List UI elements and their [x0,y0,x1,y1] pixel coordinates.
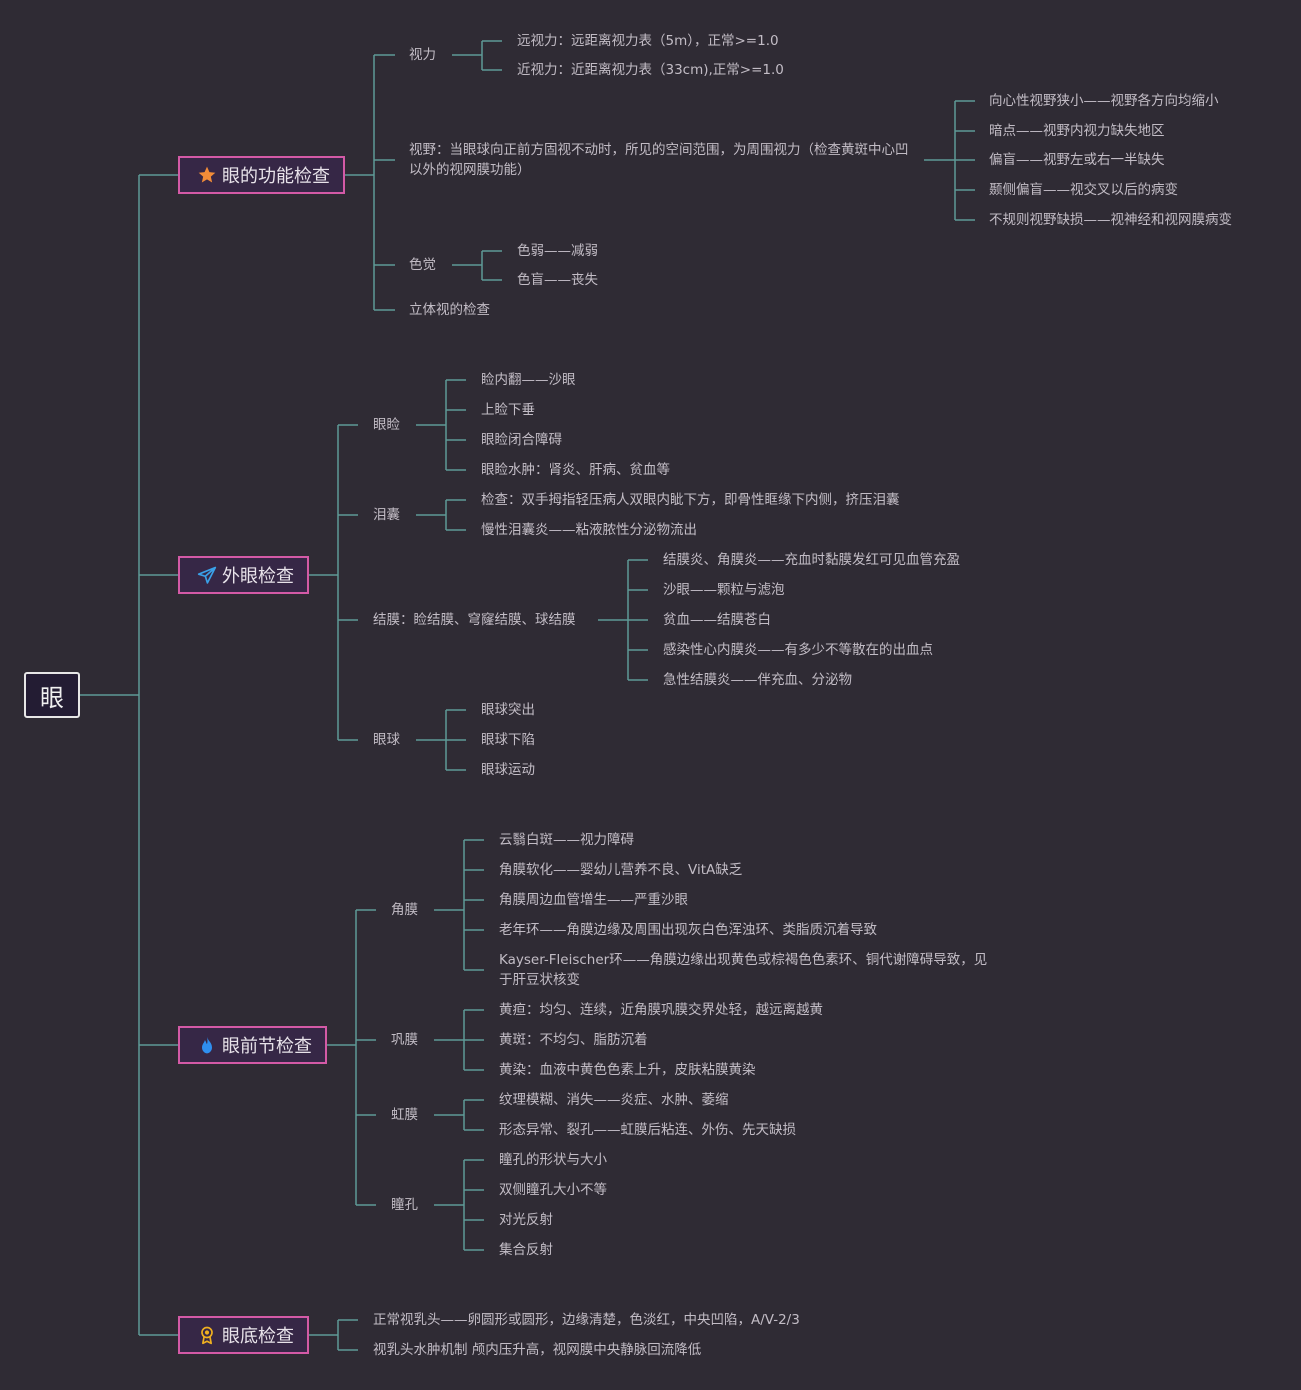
branch-function-check[interactable]: 眼的功能检查 [178,156,345,194]
branch-fundus-check[interactable]: 眼底检查 [178,1316,309,1354]
group-label[interactable]: 视野：当眼球向正前方固视不动时，所见的空间范围，为周围视力（检查黄斑中心凹以外的… [409,142,909,178]
leaf-label[interactable]: 贫血——结膜苍白 [663,612,771,628]
leaf-label[interactable]: 眼球突出 [481,702,535,718]
leaf-label[interactable]: 对光反射 [499,1212,553,1228]
leaf-label[interactable]: 角膜软化——婴幼儿营养不良、VitA缺乏 [499,862,743,878]
group-label[interactable]: 瞳孔 [391,1197,418,1213]
leaf-label[interactable]: 近视力：近距离视力表（33cm),正常>=1.0 [517,62,784,78]
leaf-label[interactable]: 不规则视野缺损——视神经和视网膜病变 [989,212,1232,228]
group-label[interactable]: 结膜：睑结膜、穹窿结膜、球结膜 [373,612,576,628]
leaf-label[interactable]: 形态异常、裂孔——虹膜后粘连、外伤、先天缺损 [499,1122,796,1138]
group-label[interactable]: 视乳头水肿机制 颅内压升高，视网膜中央静脉回流降低 [373,1342,702,1358]
leaf-label[interactable]: 云翳白斑——视力障碍 [499,832,634,848]
leaf-label[interactable]: 角膜周边血管增生——严重沙眼 [499,892,688,908]
branch-label: 眼前节检查 [222,1036,312,1057]
branch-label: 眼底检查 [222,1326,294,1347]
group-label[interactable]: 泪囊 [373,507,400,523]
group-label[interactable]: 巩膜 [391,1032,418,1048]
branch-external-eye-check[interactable]: 外眼检查 [178,556,309,594]
award-ribbon-icon [196,1324,218,1346]
leaf-label[interactable]: 眼球运动 [481,762,535,778]
leaf-label[interactable]: 黄疸：均匀、连续，近角膜巩膜交界处轻，越远离越黄 [499,1002,823,1018]
flame-icon [196,1034,218,1056]
leaf-label[interactable]: 感染性心内膜炎——有多少不等散在的出血点 [663,642,933,658]
leaf-label[interactable]: 色盲——丧失 [517,272,598,288]
leaf-label[interactable]: 远视力：远距离视力表（5m），正常>=1.0 [517,33,779,49]
leaf-label[interactable]: 双侧瞳孔大小不等 [499,1182,607,1198]
leaf-label[interactable]: 上睑下垂 [481,402,535,418]
group-label[interactable]: 视力 [409,47,436,63]
star-icon [196,164,218,186]
leaf-label[interactable]: 急性结膜炎——伴充血、分泌物 [663,672,852,688]
leaf-label[interactable]: 瞳孔的形状与大小 [499,1152,607,1168]
group-label[interactable]: 色觉 [409,257,436,273]
leaf-label[interactable]: 眼睑闭合障碍 [481,432,562,448]
root-node[interactable]: 眼 [24,672,80,718]
group-label[interactable]: 眼睑 [373,417,400,433]
leaf-label[interactable]: Kayser-Fleischer环——角膜边缘出现黄色或棕褐色色素环、铜代谢障碍… [499,952,988,988]
group-label[interactable]: 角膜 [391,902,418,918]
leaf-label[interactable]: 眼睑水肿：肾炎、肝病、贫血等 [481,462,670,478]
leaf-label[interactable]: 黄斑：不均匀、脂肪沉着 [499,1032,648,1048]
branch-label: 眼的功能检查 [222,166,330,187]
leaf-label[interactable]: 色弱——减弱 [517,243,598,259]
leaf-label[interactable]: 老年环——角膜边缘及周围出现灰白色浑浊环、类脂质沉着导致 [499,922,877,938]
branch-anterior-segment-check[interactable]: 眼前节检查 [178,1026,327,1064]
leaf-label[interactable]: 结膜炎、角膜炎——充血时黏膜发红可见血管充盈 [663,552,960,568]
group-label[interactable]: 眼球 [373,732,400,748]
leaf-label[interactable]: 检查：双手拇指轻压病人双眼内眦下方，即骨性眶缘下内侧，挤压泪囊 [481,492,900,508]
leaf-label[interactable]: 慢性泪囊炎——粘液脓性分泌物流出 [481,522,697,538]
leaf-label[interactable]: 暗点——视野内视力缺失地区 [989,123,1165,139]
root-label: 眼 [40,683,64,712]
group-label[interactable]: 虹膜 [391,1107,418,1123]
group-label[interactable]: 正常视乳头——卵圆形或圆形，边缘清楚，色淡红，中央凹陷，A/V-2/3 [373,1312,800,1328]
leaf-label[interactable]: 眼球下陷 [481,732,535,748]
leaf-label[interactable]: 集合反射 [499,1242,553,1258]
paper-plane-icon [196,564,218,586]
leaf-label[interactable]: 向心性视野狭小——视野各方向均缩小 [989,93,1219,109]
leaf-label[interactable]: 黄染：血液中黄色色素上升，皮肤粘膜黄染 [499,1062,756,1078]
leaf-label[interactable]: 偏盲——视野左或右一半缺失 [989,152,1165,168]
leaf-label[interactable]: 纹理模糊、消失——炎症、水肿、萎缩 [499,1092,729,1108]
group-label[interactable]: 立体视的检查 [409,302,490,318]
leaf-label[interactable]: 沙眼——颗粒与滤泡 [663,582,785,598]
leaf-label[interactable]: 睑内翻——沙眼 [481,372,576,388]
leaf-label[interactable]: 颞侧偏盲——视交叉以后的病变 [989,182,1178,198]
branch-label: 外眼检查 [222,566,294,587]
